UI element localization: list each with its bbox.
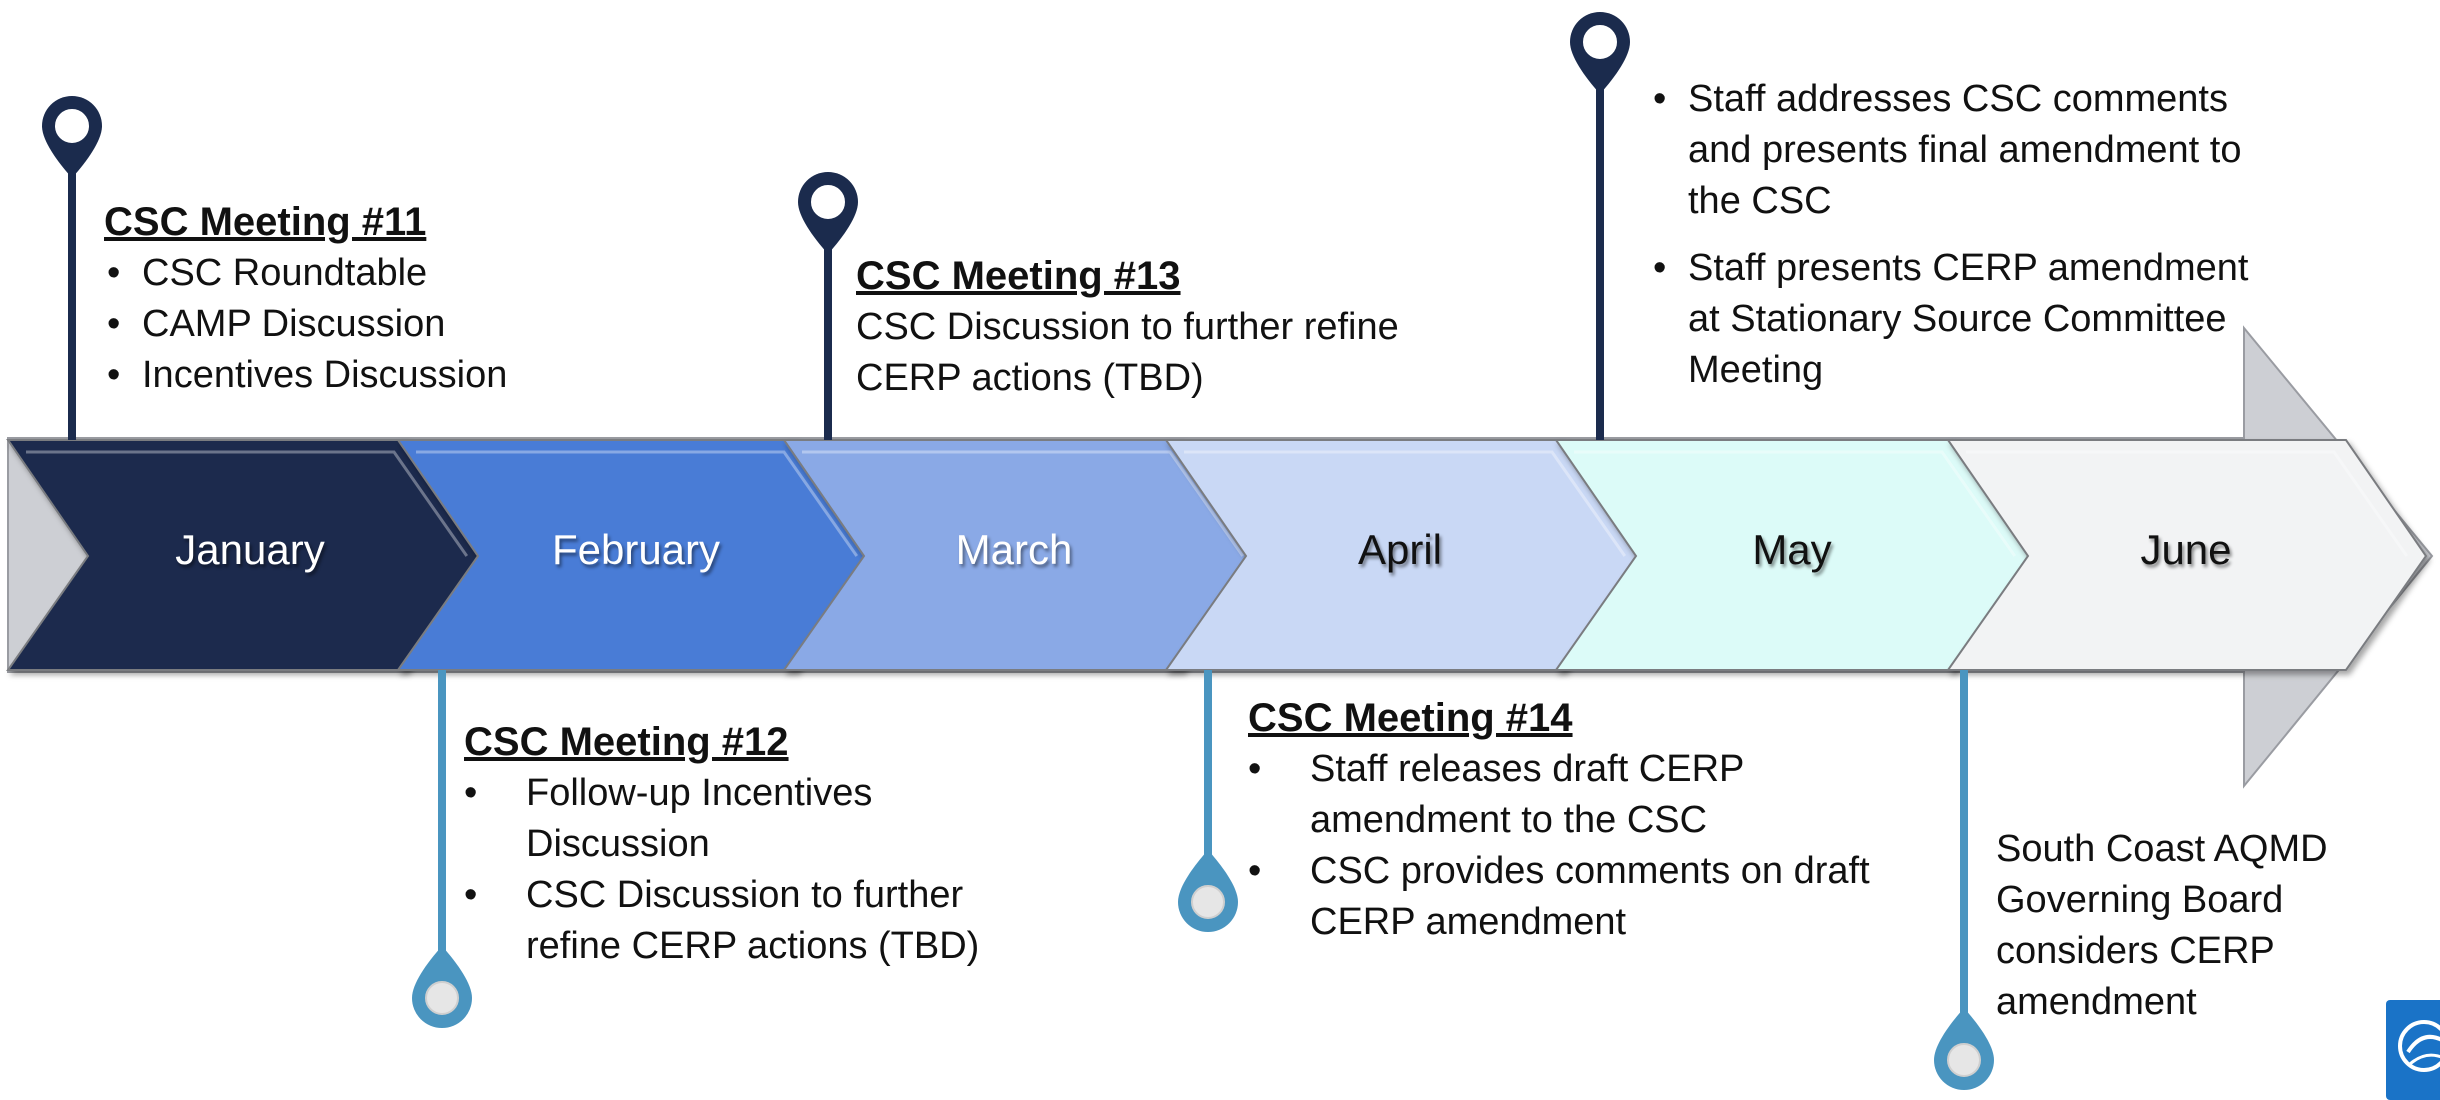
may-item: Staff addresses CSC comments and present… [1650,74,2290,227]
pin-meeting-11 [42,96,102,440]
pin-meeting-13 [798,172,858,440]
meeting-13-text: CSC Discussion to further refine CERP ac… [856,306,1399,399]
chevron-bevel [416,450,859,557]
may-list: Staff addresses CSC comments and present… [1650,74,2290,396]
pin-hole [425,981,459,1015]
meeting-13-title: CSC Meeting #13 [856,254,1181,298]
chevron-bevel [802,450,1245,557]
pin-meeting-14 [1178,670,1238,932]
meeting-11-item: CAMP Discussion [104,299,564,350]
month-label-march: March [955,526,1073,573]
chevron-bevel [1574,450,2017,557]
meeting-14-title: CSC Meeting #14 [1248,696,1573,740]
agency-logo [2386,1000,2440,1100]
pin-hole [1583,25,1617,59]
meeting-12-item: Follow-up Incentives Discussion [464,768,1024,870]
month-label-february: February [551,526,721,573]
pin-hole [1947,1043,1981,1077]
meeting-14-note: CSC Meeting #14 Staff releases draft CER… [1248,692,1928,948]
meeting-14-list: Staff releases draft CERP amendment to t… [1248,744,1928,948]
logo-mark-icon [2398,1020,2440,1072]
meeting-11-item: Incentives Discussion [104,350,564,401]
meeting-12-title: CSC Meeting #12 [464,720,789,764]
chevron-bevel [1184,450,1627,557]
pin-may [1570,12,1630,440]
chevron-bevel [26,450,469,557]
meeting-13-note: CSC Meeting #13 CSC Discussion to furthe… [856,250,1456,404]
may-note: Staff addresses CSC comments and present… [1650,74,2290,412]
month-label-april: April [1357,526,1443,573]
pin-meeting-12 [412,670,472,1028]
meeting-11-title: CSC Meeting #11 [104,200,427,244]
june-text: South Coast AQMD Governing Board conside… [1996,828,2328,1023]
meeting-14-item: CSC provides comments on draft CERP amen… [1248,846,1928,948]
chevron-bevel [1966,450,2409,557]
pin-hole [811,185,845,219]
pin-hole [55,109,89,143]
month-label-june: June [2140,526,2232,573]
pin-june [1934,670,1994,1090]
june-note: South Coast AQMD Governing Board conside… [1996,824,2436,1028]
month-label-january: January [175,526,325,573]
may-item: Staff presents CERP amendment at Station… [1650,243,2290,396]
pin-hole [1191,885,1225,919]
meeting-11-list: CSC Roundtable CAMP Discussion Incentive… [104,248,564,401]
month-chevron [1946,439,2428,671]
month-label-may: May [1752,526,1832,573]
meeting-12-item: CSC Discussion to further refine CERP ac… [464,870,1024,972]
meeting-14-item: Staff releases draft CERP amendment to t… [1248,744,1928,846]
meeting-12-list: Follow-up Incentives Discussion CSC Disc… [464,768,1024,972]
meeting-11-item: CSC Roundtable [104,248,564,299]
meeting-11-note: CSC Meeting #11 CSC Roundtable CAMP Disc… [104,196,564,401]
meeting-12-note: CSC Meeting #12 Follow-up Incentives Dis… [464,716,1024,972]
